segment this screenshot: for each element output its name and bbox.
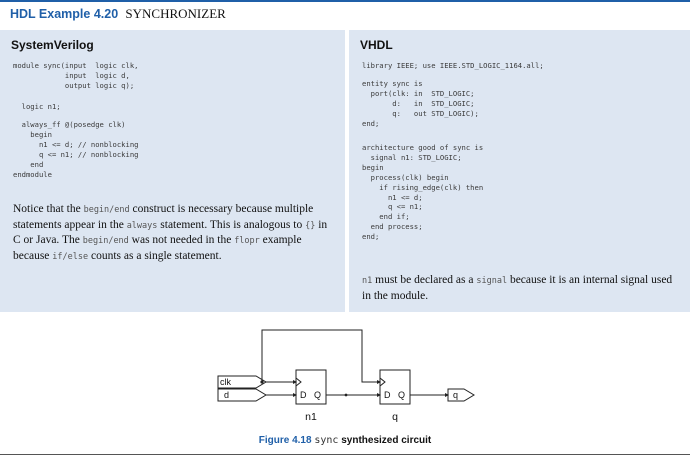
- flop-n1-name: n1: [305, 411, 317, 423]
- vhdl-heading: VHDL: [360, 38, 393, 52]
- example-title: HDL Example 4.20 SYNCHRONIZER: [10, 6, 226, 22]
- header-rule: [0, 0, 690, 2]
- flop-n1-d: D: [300, 390, 307, 400]
- vhdl-library-code: library IEEE; use IEEE.STD_LOGIC_1164.al…: [362, 61, 544, 70]
- flop-n1-q: Q: [314, 390, 321, 400]
- clk-port-label: clk: [220, 377, 231, 387]
- example-label: HDL Example 4.20: [10, 7, 119, 21]
- bottom-rule: [0, 454, 690, 455]
- vhdl-panel: VHDL library IEEE; use IEEE.STD_LOGIC_11…: [349, 30, 690, 312]
- sv-module-code: module sync(input logic clk, input logic…: [13, 61, 139, 90]
- example-name: SYNCHRONIZER: [125, 6, 226, 21]
- flop-q-name: q: [392, 411, 398, 423]
- vhdl-explanation: n1 must be declared as a signal because …: [362, 274, 673, 302]
- sync-circuit-diagram: clk d q D Q D Q n1 q: [217, 329, 475, 423]
- flop-n1: [295, 369, 327, 405]
- flop-q-d: D: [384, 390, 391, 400]
- q-port: [447, 388, 475, 402]
- sv-logic-code: logic n1;: [13, 102, 61, 111]
- figure-caption: Figure 4.18 sync synthesized circuit: [0, 435, 690, 446]
- vhdl-entity-code: entity sync is port(clk: in STD_LOGIC; d…: [362, 79, 479, 128]
- clk-port: [217, 375, 267, 389]
- flop-q-q: Q: [398, 390, 405, 400]
- sv-always-code: always_ff @(posedge clk) begin n1 <= d; …: [13, 120, 139, 179]
- vhdl-architecture-code: architecture good of sync is signal n1: …: [362, 143, 484, 242]
- systemverilog-heading: SystemVerilog: [11, 38, 94, 52]
- d-port: [217, 388, 267, 402]
- figure-label: Figure 4.18: [258, 435, 312, 446]
- figure-caption-text: synthesized circuit: [341, 435, 432, 446]
- sv-explanation: Notice that the begin/end construct is n…: [13, 203, 328, 262]
- systemverilog-panel: SystemVerilog module sync(input logic cl…: [0, 30, 345, 312]
- figure-module-name: sync: [314, 435, 339, 446]
- d-port-label: d: [224, 390, 229, 400]
- q-port-label: q: [453, 390, 458, 400]
- flop-q: [379, 369, 411, 405]
